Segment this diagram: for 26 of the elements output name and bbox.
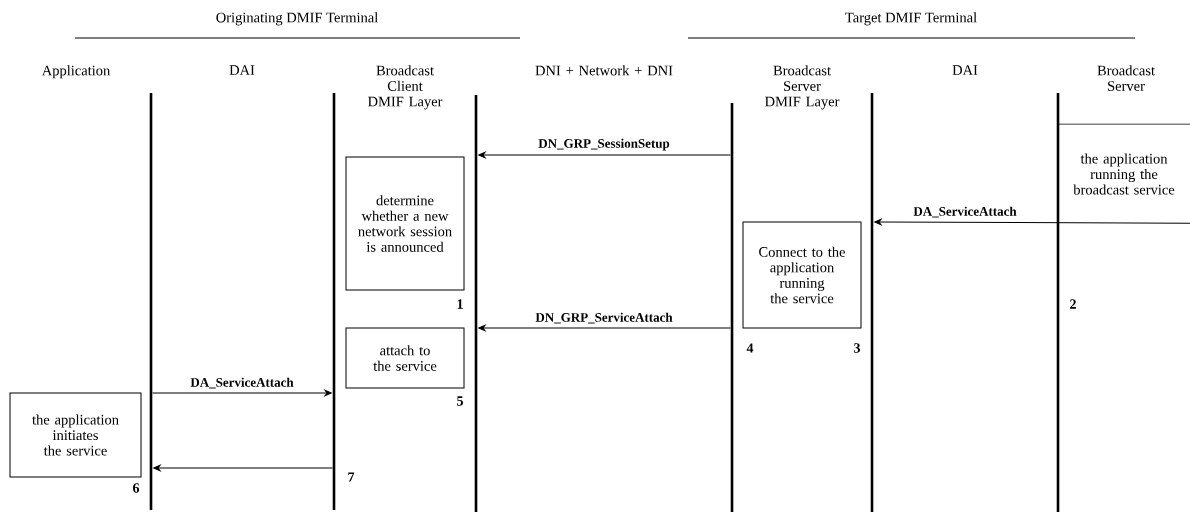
step-number: 7 [348, 472, 355, 482]
column-heading: DNI + Network + DNI [535, 65, 673, 76]
group-title: Originating DMIF Terminal [216, 12, 378, 26]
column-heading: Application [41, 65, 110, 79]
column-heading: DAI [229, 65, 255, 75]
step-number: 4 [746, 343, 754, 353]
process-box: the application initiates the service [9, 392, 142, 478]
step-number: 1 [457, 299, 463, 309]
edge-label: DA_ServiceAttach [190, 377, 294, 389]
column-heading: DAI [952, 65, 978, 75]
edge-label: DN_GRP_SessionSetup [538, 138, 670, 151]
step-number: 6 [133, 483, 140, 493]
lifeline [1056, 93, 1060, 512]
process-box: Connect to the application running the service [742, 221, 862, 329]
edge-label: DN_GRP_ServiceAttach [535, 312, 673, 324]
group-title: Target DMIF Terminal [845, 12, 977, 26]
step-number: 3 [854, 343, 861, 353]
process-box: attach to the service [345, 327, 465, 389]
step-number: 5 [457, 396, 463, 406]
process-box: determine whether a new network session is announced [345, 156, 465, 291]
column-heading: Broadcast Client DMIF Layer [368, 65, 443, 110]
lifeline [730, 103, 734, 512]
process-region: the application running the broadcast service [1057, 123, 1190, 195]
edge-label: DA_ServiceAttach [913, 206, 1017, 218]
column-heading: Broadcast Server DMIF Layer [765, 65, 840, 110]
column-heading: Broadcast Server [1097, 65, 1155, 91]
